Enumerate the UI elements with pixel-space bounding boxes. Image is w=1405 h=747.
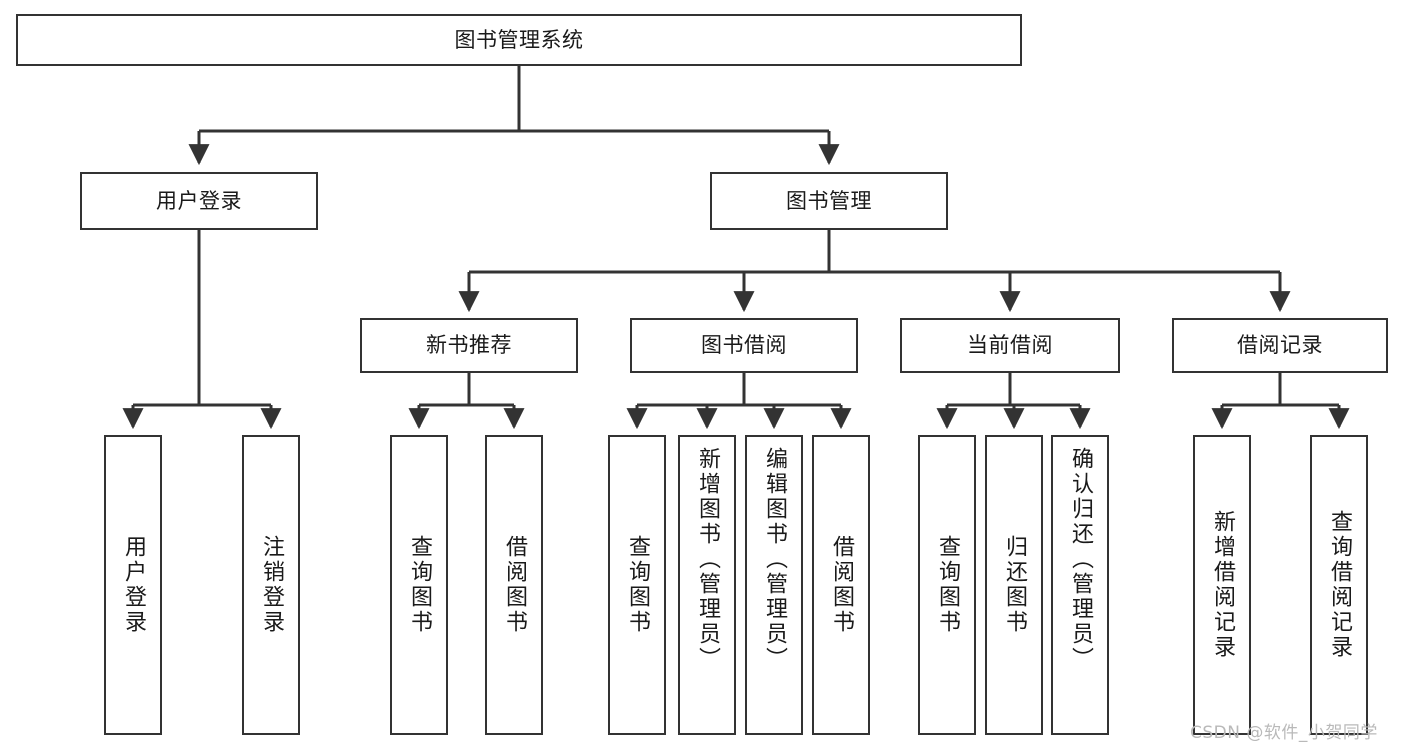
node-current-borrow-label: 当前借阅 (967, 333, 1053, 358)
node-leaf-cur-query-book-label: 查询图书 (935, 535, 960, 635)
node-leaf-add-record[interactable]: 新增借阅记录 (1193, 435, 1251, 735)
node-leaf-rec-borrow-book[interactable]: 借阅图书 (485, 435, 543, 735)
node-new-book-rec-label: 新书推荐 (426, 333, 512, 358)
node-leaf-borrow-query-book-label: 查询图书 (625, 535, 650, 635)
node-leaf-add-book-label: 新增图书（管理员） (695, 447, 720, 672)
node-book-manage-label: 图书管理 (786, 188, 872, 213)
node-leaf-query-record[interactable]: 查询借阅记录 (1310, 435, 1368, 735)
node-current-borrow[interactable]: 当前借阅 (900, 318, 1120, 373)
node-leaf-query-record-label: 查询借阅记录 (1327, 510, 1352, 660)
node-leaf-user-login[interactable]: 用户登录 (104, 435, 162, 735)
node-leaf-borrow-query-book[interactable]: 查询图书 (608, 435, 666, 735)
node-book-borrow[interactable]: 图书借阅 (630, 318, 858, 373)
node-leaf-borrow-book-label: 借阅图书 (829, 535, 854, 635)
node-leaf-user-logout-label: 注销登录 (259, 535, 284, 635)
node-leaf-edit-book[interactable]: 编辑图书（管理员） (745, 435, 803, 735)
node-root-label: 图书管理系统 (454, 27, 584, 52)
node-root[interactable]: 图书管理系统 (16, 14, 1022, 66)
node-leaf-rec-query-book[interactable]: 查询图书 (390, 435, 448, 735)
node-leaf-confirm-return[interactable]: 确认归还（管理员） (1051, 435, 1109, 735)
node-user-login[interactable]: 用户登录 (80, 172, 318, 230)
node-borrow-record[interactable]: 借阅记录 (1172, 318, 1388, 373)
node-leaf-add-record-label: 新增借阅记录 (1210, 510, 1235, 660)
node-leaf-user-logout[interactable]: 注销登录 (242, 435, 300, 735)
csdn-watermark: CSDN @软件_小贺同学 (1190, 723, 1378, 743)
node-leaf-return-book[interactable]: 归还图书 (985, 435, 1043, 735)
node-leaf-return-book-label: 归还图书 (1002, 535, 1027, 635)
node-leaf-borrow-book[interactable]: 借阅图书 (812, 435, 870, 735)
node-leaf-rec-borrow-book-label: 借阅图书 (502, 535, 527, 635)
node-leaf-edit-book-label: 编辑图书（管理员） (762, 447, 787, 672)
node-leaf-add-book[interactable]: 新增图书（管理员） (678, 435, 736, 735)
node-borrow-record-label: 借阅记录 (1237, 333, 1323, 358)
node-user-login-label: 用户登录 (156, 188, 242, 213)
node-leaf-user-login-label: 用户登录 (121, 535, 146, 635)
node-book-manage[interactable]: 图书管理 (710, 172, 948, 230)
node-new-book-recommendation[interactable]: 新书推荐 (360, 318, 578, 373)
node-book-borrow-label: 图书借阅 (701, 333, 787, 358)
node-leaf-rec-query-book-label: 查询图书 (407, 535, 432, 635)
node-leaf-cur-query-book[interactable]: 查询图书 (918, 435, 976, 735)
node-leaf-confirm-return-label: 确认归还（管理员） (1068, 447, 1093, 672)
